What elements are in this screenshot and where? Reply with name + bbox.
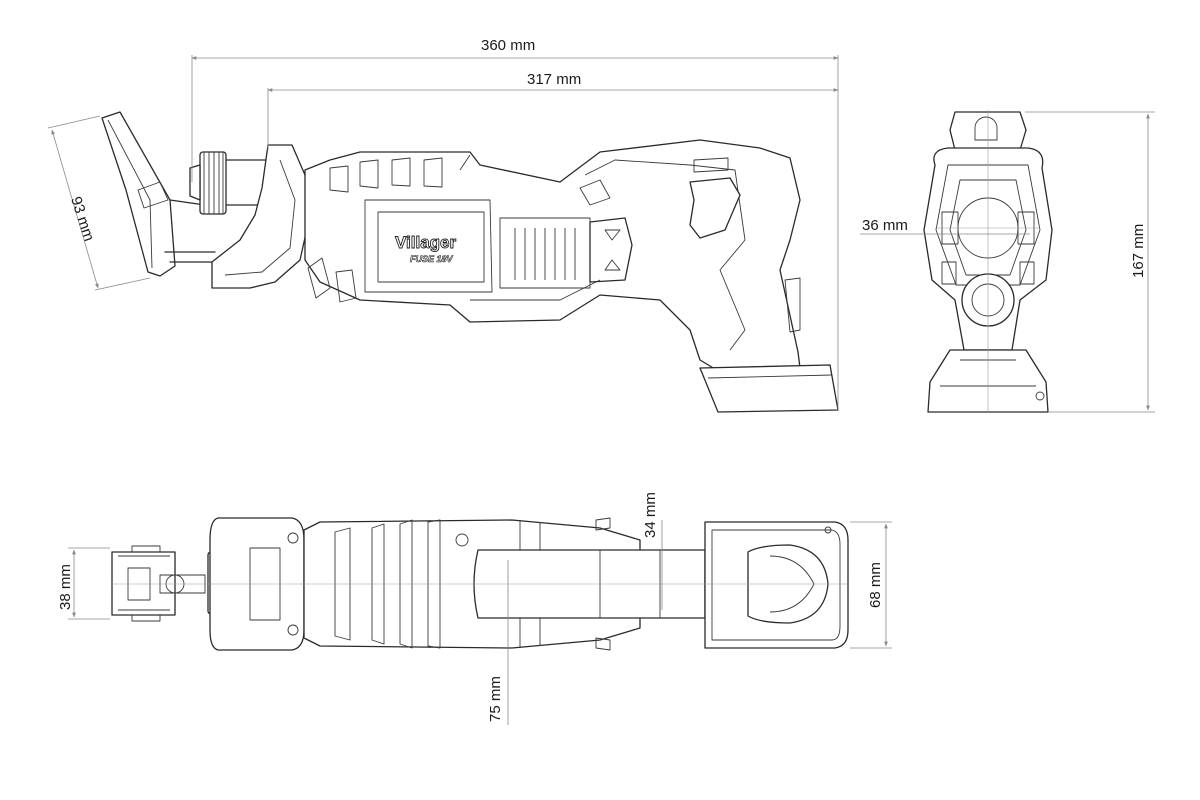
blade-holder-height-label: 93 mm xyxy=(67,194,97,243)
svg-text:Villager: Villager xyxy=(395,233,456,252)
battery-pack xyxy=(699,364,839,413)
top-view xyxy=(110,517,850,651)
clamp-width-label: 38 mm xyxy=(57,564,74,610)
brand-logo: Villager FUSE 18V xyxy=(395,233,457,265)
blade-chuck xyxy=(189,151,271,215)
front-dimensions: 167 mm 36 mm xyxy=(860,111,1155,413)
overall-length-label: 360 mm xyxy=(481,37,535,54)
svg-text:FUSE 18V: FUSE 18V xyxy=(410,254,454,264)
side-view: Villager FUSE 18V xyxy=(101,111,839,413)
front-guard xyxy=(211,144,311,289)
battery-width-label: 68 mm xyxy=(867,562,884,608)
body-length-label: 317 mm xyxy=(527,71,581,88)
top-dimensions: 38 mm 34 mm 68 mm 75 mm xyxy=(57,492,892,725)
shaft-width-label: 34 mm xyxy=(642,492,659,538)
body-width-label: 75 mm xyxy=(487,676,504,722)
front-view xyxy=(923,110,1053,413)
battery-top xyxy=(704,521,849,649)
height-label: 167 mm xyxy=(1130,224,1147,278)
shoe-plate xyxy=(101,111,176,277)
front-width-label: 36 mm xyxy=(862,217,908,234)
motor-body: Villager FUSE 18V xyxy=(304,139,801,373)
